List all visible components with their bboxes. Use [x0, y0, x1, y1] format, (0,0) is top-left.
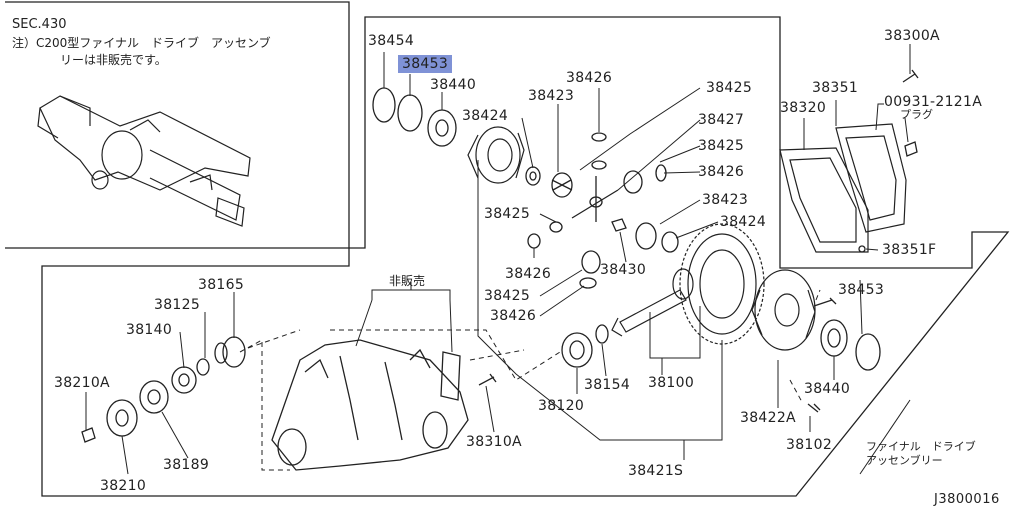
note-line-1: 注）C200型ファイナル ドライブ アッセンブ: [12, 36, 271, 50]
part-label-38165[interactable]: 38165: [198, 277, 245, 293]
plug-00931: [904, 141, 918, 157]
washer-38125: [196, 358, 210, 376]
plug-label: プラグ: [900, 108, 933, 121]
part-label-38351[interactable]: 38351: [812, 80, 859, 96]
main-frame: [41, 16, 1010, 497]
final-drive-label-2: アッセンブリー: [866, 454, 943, 467]
part-label-38300A[interactable]: 38300A: [884, 28, 940, 44]
part-label-38102[interactable]: 38102: [786, 437, 833, 453]
part-label-38453-highlighted[interactable]: 38453: [398, 55, 453, 73]
part-label-38422A[interactable]: 38422A: [740, 410, 796, 426]
part-label-38210A[interactable]: 38210A: [54, 375, 110, 391]
part-label-38425-b[interactable]: 38425: [698, 138, 745, 154]
part-label-38120[interactable]: 38120: [538, 398, 585, 414]
bolt-38310A: [478, 373, 497, 386]
part-label-38425-c[interactable]: 38425: [484, 206, 531, 222]
shim-38453-bottom: [855, 333, 881, 371]
gasket-38320: [779, 147, 869, 253]
carrier-housing: [271, 339, 469, 471]
part-label-38426-b[interactable]: 38426: [698, 164, 745, 180]
bolt-38351F: [858, 245, 866, 253]
part-label-00931-2121A[interactable]: 00931-2121A: [884, 94, 983, 110]
note-line-2: リーは非販売です。: [60, 53, 167, 67]
pinion-gear-b: [623, 170, 643, 194]
part-label-38426-c[interactable]: 38426: [505, 266, 552, 282]
drive-pinion: [611, 268, 694, 337]
part-label-38453-bottom[interactable]: 38453: [838, 282, 885, 298]
bolt-38102: [807, 403, 821, 413]
shim-38453-top: [397, 94, 423, 132]
part-label-38427[interactable]: 38427: [698, 112, 745, 128]
flange-38210: [106, 399, 138, 437]
part-label-38426-a[interactable]: 38426: [566, 70, 613, 86]
part-label-38423-b[interactable]: 38423: [702, 192, 749, 208]
pin-38430: [611, 218, 627, 232]
part-label-38425-a[interactable]: 38425: [706, 80, 753, 96]
part-label-38424-b[interactable]: 38424: [720, 214, 767, 230]
bearing-38189: [139, 380, 169, 414]
bolt-38300A: [902, 69, 919, 83]
part-label-38210[interactable]: 38210: [100, 478, 147, 494]
part-label-38140[interactable]: 38140: [126, 322, 173, 338]
housing-not-sold-label: 非販売: [389, 274, 426, 288]
washer-d: [549, 221, 563, 233]
part-label-38454[interactable]: 38454: [368, 33, 415, 49]
diagram-code: J3800016: [934, 492, 1000, 507]
spacer-38154: [595, 324, 609, 344]
bearing-38120: [561, 332, 593, 368]
washer-e: [527, 233, 541, 249]
part-label-38421S[interactable]: 38421S: [628, 463, 684, 479]
part-label-38425-d[interactable]: 38425: [484, 288, 531, 304]
bearing-38140: [171, 366, 197, 394]
final-drive-label-1: ファイナル ドライブ: [866, 440, 976, 453]
part-label-38189[interactable]: 38189: [163, 457, 210, 473]
pinion-gear-a: [551, 172, 573, 198]
nut-38210A: [81, 427, 96, 443]
washer-38426-d: [579, 277, 597, 289]
thrust-washer-b: [591, 160, 607, 170]
part-label-38100[interactable]: 38100: [648, 375, 695, 391]
shim-38454: [372, 87, 396, 123]
part-label-38154[interactable]: 38154: [584, 377, 631, 393]
inset-frame: [5, 1, 350, 249]
part-label-38424-a[interactable]: 38424: [462, 108, 509, 124]
part-label-38423-a[interactable]: 38423: [528, 88, 575, 104]
part-label-38125[interactable]: 38125: [154, 297, 201, 313]
bolt-38422A: [813, 297, 837, 307]
thrust-washer-a: [591, 132, 607, 142]
side-gear-b: [661, 231, 679, 253]
side-gear-a: [525, 166, 541, 186]
bearing-38440-top: [427, 109, 457, 147]
gear-38425-d: [581, 250, 601, 274]
section-ref: SEC.430: [12, 17, 67, 32]
axle-assembly-drawing: [37, 95, 251, 227]
pinion-gear-c: [635, 222, 657, 250]
part-label-38440-top[interactable]: 38440: [430, 77, 477, 93]
rear-cover-38351: [835, 123, 907, 233]
part-label-38310A[interactable]: 38310A: [466, 434, 522, 450]
diff-case-right: [751, 269, 816, 351]
cross-shaft: [571, 176, 619, 222]
part-label-38351F[interactable]: 38351F: [882, 242, 937, 258]
differential-case: [467, 126, 525, 184]
part-label-38430[interactable]: 38430: [600, 262, 647, 278]
part-label-38320[interactable]: 38320: [780, 100, 827, 116]
bearing-38440-bottom: [820, 319, 848, 357]
part-label-38426-d[interactable]: 38426: [490, 308, 537, 324]
bearing-cap: [440, 351, 461, 401]
part-label-38440-bottom[interactable]: 38440: [804, 381, 851, 397]
